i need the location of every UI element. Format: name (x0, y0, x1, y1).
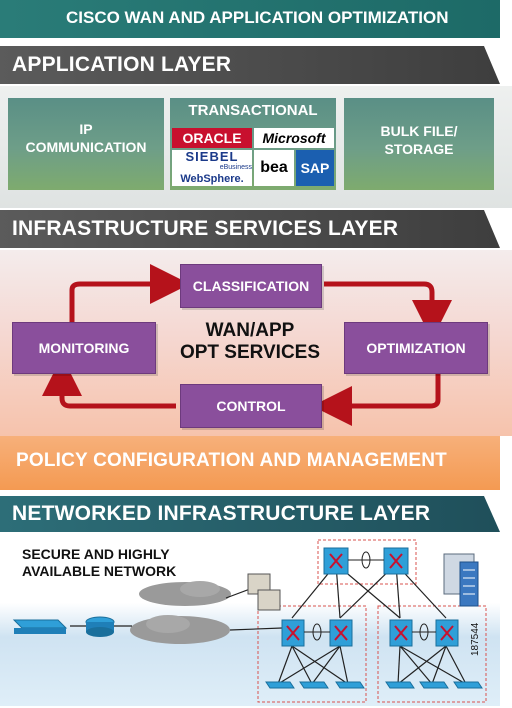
ip-communication-label-1: IP (79, 121, 93, 137)
wan-app-opt-services-label: WAN/APP OPT SERVICES (160, 320, 340, 364)
header-banner (0, 0, 500, 38)
websphere-logo: WebSphere. (172, 172, 252, 186)
core-cluster-outline (317, 539, 417, 585)
policy-title: POLICY CONFIGURATION AND MANAGEMENT (16, 450, 447, 471)
network-caption: SECURE AND HIGHLY AVAILABLE NETWORK (22, 546, 176, 580)
opt-services-line: OPT SERVICES (179, 342, 321, 363)
microsoft-logo: Microsoft (254, 128, 334, 148)
arrow-classification-to-optimization (324, 281, 452, 340)
arrow-monitoring-to-classification (69, 264, 190, 328)
service-flow-arrows (42, 264, 452, 426)
oracle-logo: ORACLE (172, 128, 252, 148)
infrastructure-layer-band (0, 210, 500, 248)
monitoring-box: MONITORING (12, 322, 156, 374)
sap-logo: SAP (296, 150, 334, 186)
branch-switch-icon (12, 619, 68, 629)
application-layer-title: APPLICATION LAYER (12, 53, 232, 76)
siebel-logo: SIEBEL (172, 150, 252, 164)
network-caption-line-2: AVAILABLE NETWORK (22, 563, 177, 579)
bulk-file-label-1: BULK FILE/ (380, 123, 458, 139)
access-switch-icon (265, 681, 483, 689)
networked-layer-band (0, 496, 500, 532)
infrastructure-layer-title: INFRASTRUCTURE SERVICES LAYER (12, 217, 399, 240)
arrow-control-to-monitoring (42, 356, 176, 409)
core-switch-icon (323, 547, 409, 575)
transactional-label: TRANSACTIONAL (188, 102, 318, 119)
bulk-file-storage-box: BULK FILE/ STORAGE (344, 98, 494, 190)
server-rack-icon (443, 553, 479, 607)
distribution-switch-icon (281, 619, 459, 647)
ip-communication-label-2: COMMUNICATION (25, 139, 147, 155)
siebel-ebusiness-tag: eBusiness (172, 164, 252, 172)
network-area (0, 534, 500, 706)
control-box: CONTROL (180, 384, 322, 428)
network-caption-line-1: SECURE AND HIGHLY (22, 546, 170, 562)
classification-box: CLASSIFICATION (180, 264, 322, 308)
optimization-box: OPTIMIZATION (344, 322, 488, 374)
bulk-file-label-2: STORAGE (384, 141, 454, 157)
right-pod-outline (377, 605, 487, 703)
application-layer-band (0, 46, 500, 84)
bea-logo: bea (254, 150, 294, 186)
left-pod-outline (257, 605, 367, 703)
header-title: CISCO WAN AND APPLICATION OPTIMIZATION (66, 8, 449, 27)
networked-layer-title: NETWORKED INFRASTRUCTURE LAYER (12, 502, 431, 525)
figure-id: 187544 (470, 622, 481, 656)
wan-app-line: WAN/APP (205, 320, 295, 341)
policy-band (0, 436, 500, 490)
network-topology (12, 539, 487, 703)
ip-communication-box: IP COMMUNICATION (8, 98, 164, 190)
arrow-optimization-to-control (312, 374, 441, 426)
